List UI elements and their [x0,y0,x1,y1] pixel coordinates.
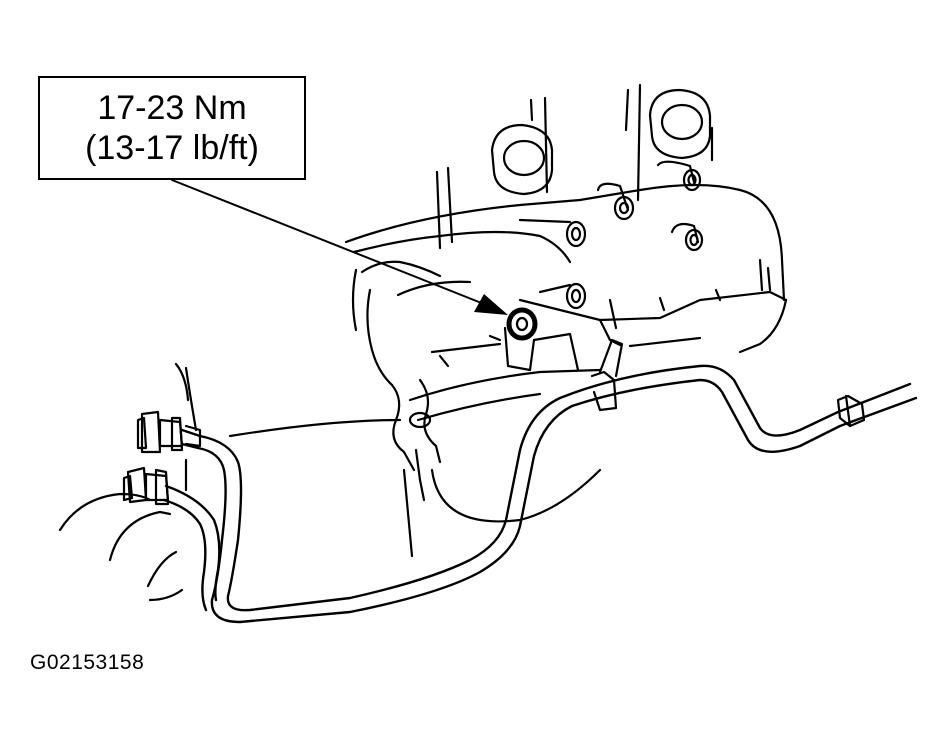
background-contour [58,362,190,602]
line-clips [590,338,866,428]
fuel-line-lower [162,484,221,612]
mounting-boss-left [490,123,554,196]
torque-spec-imperial: (13-17 lb/ft) [85,129,259,167]
figure-code: G02153158 [30,651,145,674]
bracket-bolt [488,307,580,372]
torque-callout-leader [171,179,495,309]
mounting-boss-right [648,88,712,160]
torque-spec-metric: 17-23 Nm [97,89,247,127]
stud-bosses [518,160,704,310]
torque-callout: 17-23 Nm (13-17 lb/ft) [38,76,306,180]
torque-callout-arrowhead [474,294,508,315]
fuel-line-upper [180,364,918,624]
line-fitting-lower [122,466,170,506]
line-fitting-upper [136,410,202,454]
bracket-brace [390,378,442,472]
